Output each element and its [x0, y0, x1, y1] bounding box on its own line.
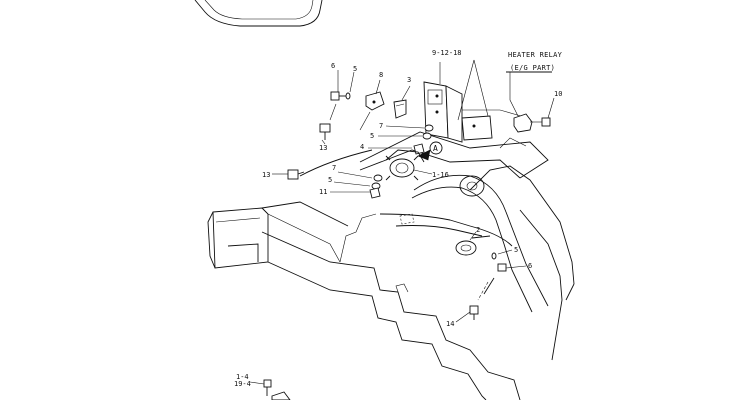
callout-19-4: 19-4 [234, 380, 251, 388]
callout-1-4: 1-4 [236, 373, 249, 381]
callout-14: 14 [446, 320, 454, 328]
callout-11: 11 [319, 188, 327, 196]
callout-6-top: 6 [331, 62, 335, 70]
callout-1-16: 1-16 [432, 171, 449, 179]
relay-bracket [423, 81, 529, 143]
mid-stack [299, 124, 443, 181]
title-line2: (E/G PART) [510, 64, 555, 72]
callout-5-top: 5 [353, 65, 357, 73]
callout-7-upper: 7 [379, 122, 383, 130]
callout-10: 10 [554, 90, 562, 98]
upper-frame [207, 131, 575, 400]
title-line1: HEATER RELAY [508, 51, 563, 59]
callout-4: 4 [360, 143, 364, 151]
upper-fittings [319, 91, 407, 140]
lower-left-fittings [287, 169, 383, 199]
detail-marker-a: A [433, 144, 438, 153]
callout-3: 3 [407, 76, 411, 84]
right-fittings [455, 235, 507, 320]
cab-outline [194, 0, 323, 27]
callout-5-mid: 5 [370, 132, 374, 140]
bottom-bolt [263, 379, 291, 400]
relay-connector [513, 113, 551, 133]
callout-6-right: 6 [528, 262, 532, 270]
callout-2: 2 [476, 226, 480, 234]
callout-13-left: 13 [262, 171, 270, 179]
leader-lines [249, 59, 555, 385]
callout-5-right: 5 [514, 246, 518, 254]
callout-13-top: 13 [319, 144, 327, 152]
callout-5-lower: 5 [328, 176, 332, 184]
callout-8: 8 [379, 71, 383, 79]
callout-9-12-18: 9-12-18 [432, 49, 462, 57]
callout-7-lower: 7 [332, 164, 336, 172]
